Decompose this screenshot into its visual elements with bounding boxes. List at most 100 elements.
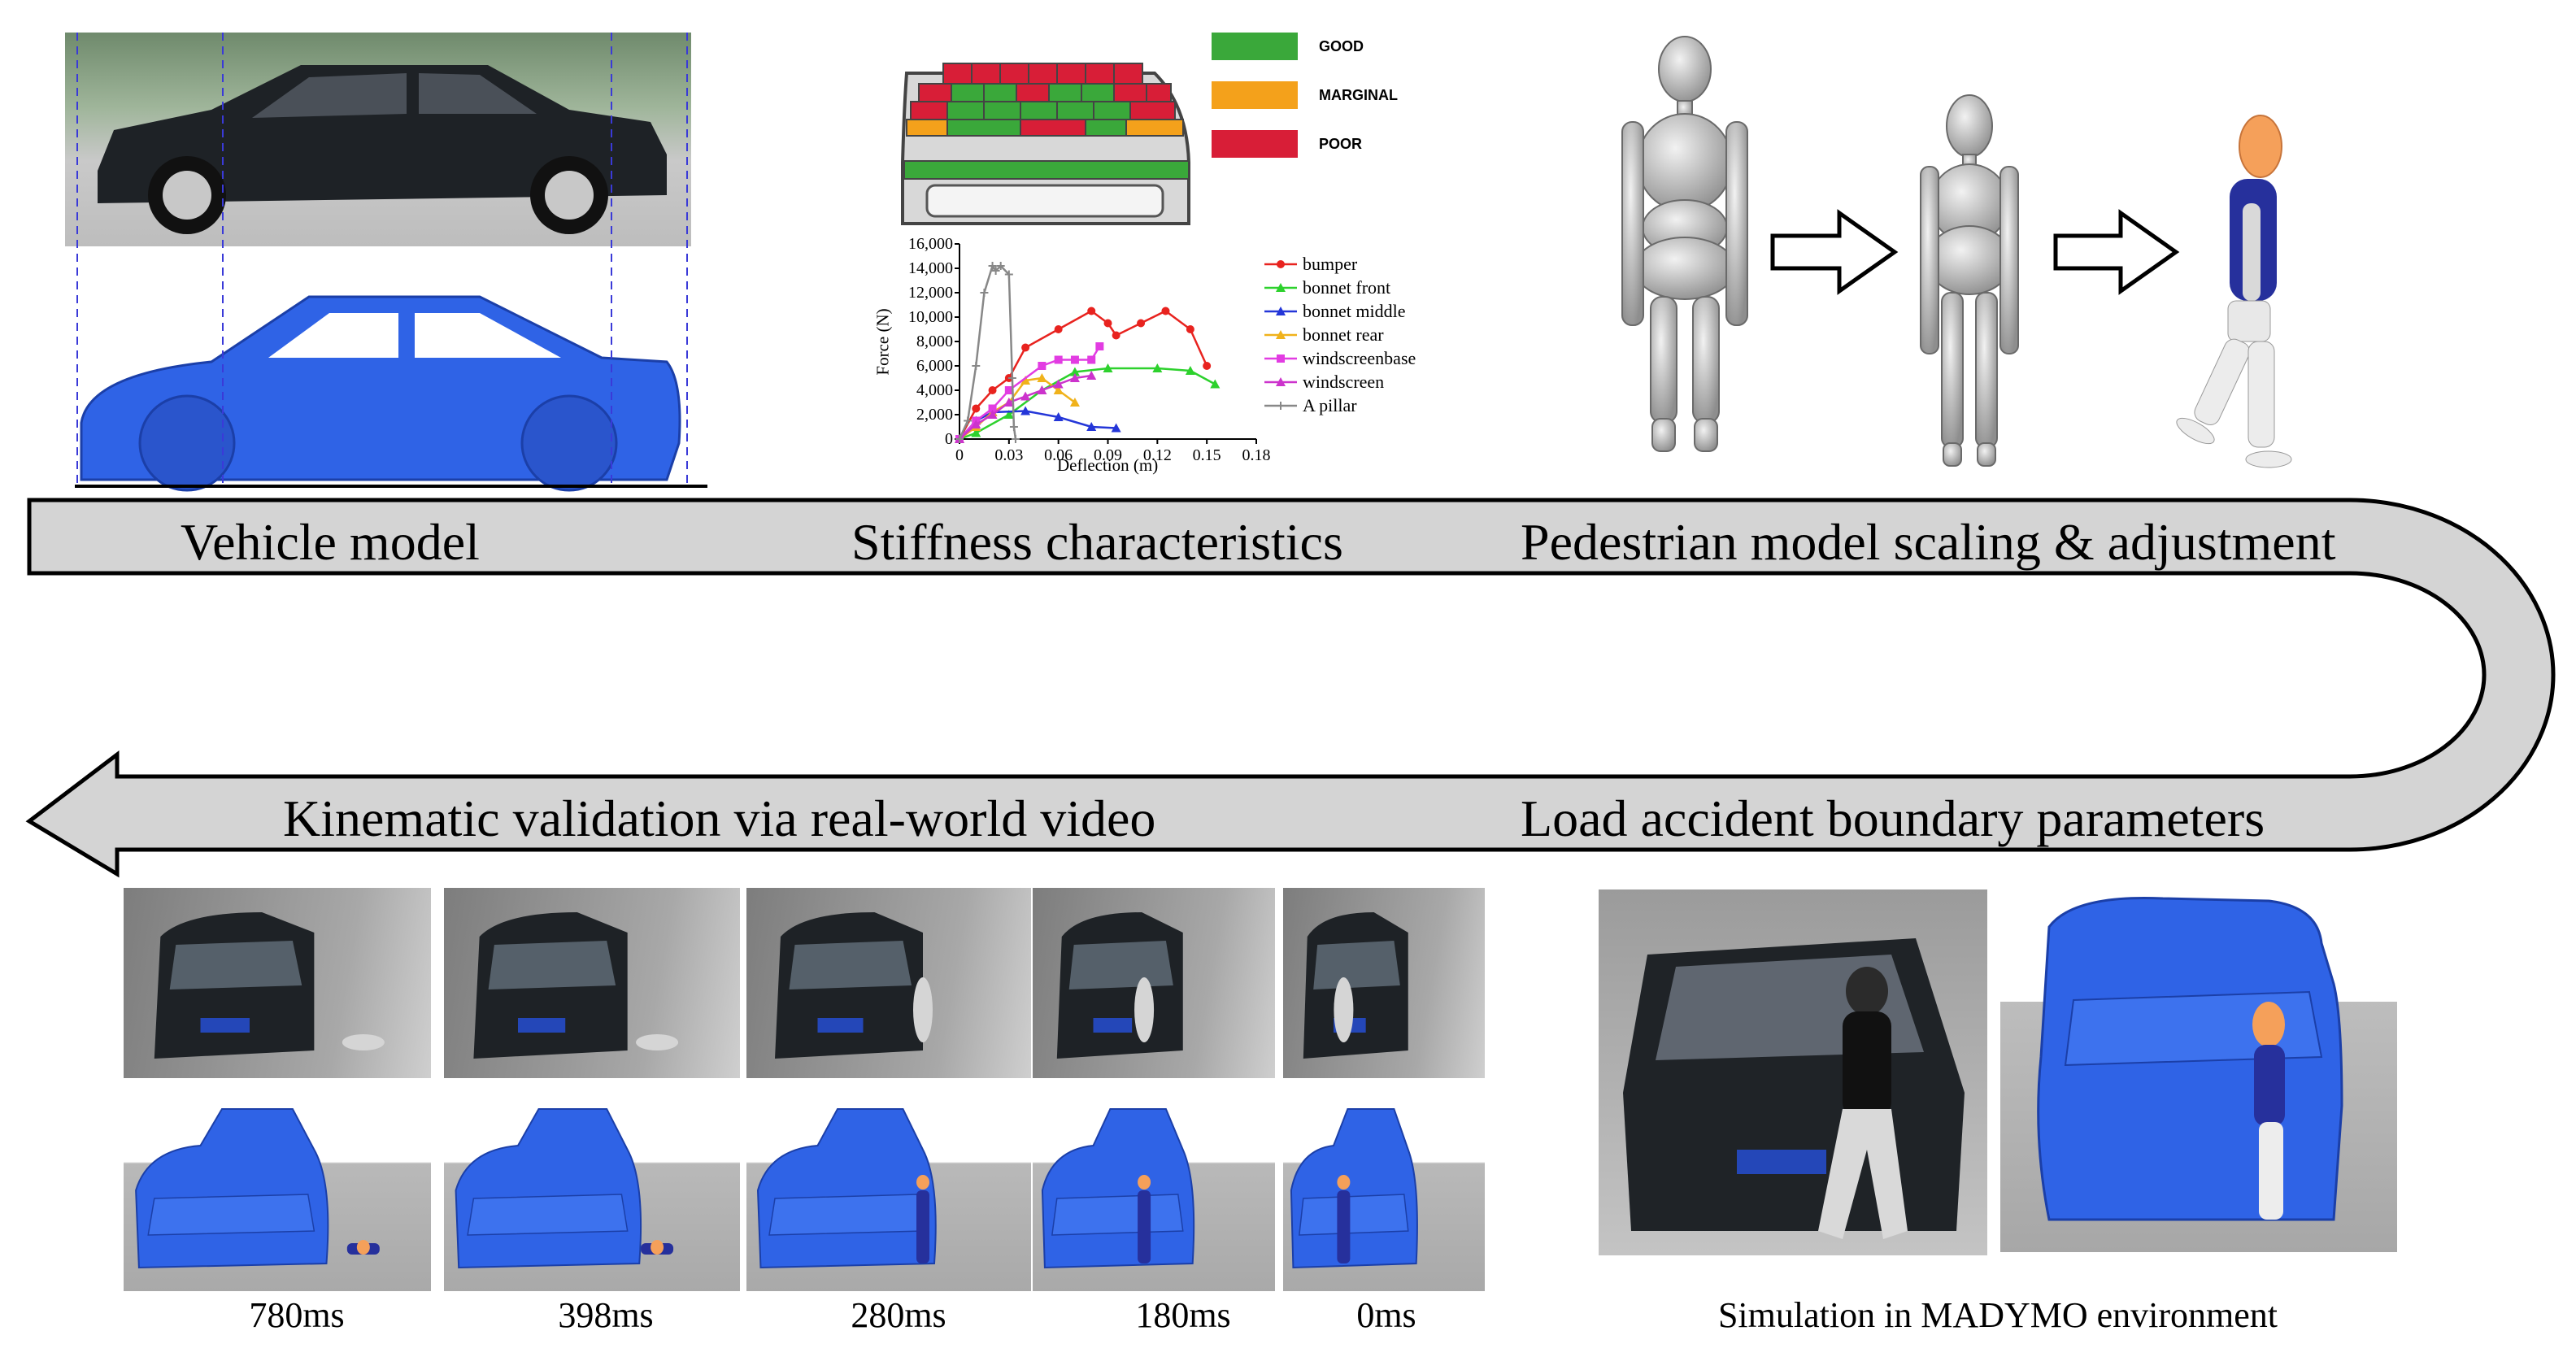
data-point xyxy=(1203,362,1212,370)
data-point xyxy=(1011,435,1020,443)
x-axis-title: Deflection (m) xyxy=(1057,455,1159,475)
right-arrow-icon xyxy=(1770,209,1899,295)
x-tick-label: 0 xyxy=(955,446,964,464)
data-point xyxy=(1161,307,1170,315)
data-point xyxy=(996,262,1005,270)
data-point xyxy=(980,289,989,297)
simulation-caption: Simulation in MADYMO environment xyxy=(1717,1295,2278,1335)
stage-label-load-boundary: Load accident boundary parameters xyxy=(1521,789,2265,847)
data-point xyxy=(1276,283,1286,292)
legend-entry: A pillar xyxy=(1303,395,1357,415)
simulation-madymo-frame xyxy=(2000,894,2397,1252)
data-point xyxy=(1020,406,1031,415)
x-tick-label: 0.03 xyxy=(994,446,1024,464)
rating-label-marginal: MARGINAL xyxy=(1319,87,1398,103)
simulation-frame xyxy=(1033,1101,1275,1291)
timestamp-280ms: 280ms xyxy=(851,1295,946,1335)
data-point xyxy=(1053,412,1064,421)
legend-entry: bonnet middle xyxy=(1303,301,1406,321)
y-tick-label: 12,000 xyxy=(908,284,953,302)
simulation-frame xyxy=(444,1101,740,1291)
data-point xyxy=(988,404,997,413)
data-point xyxy=(1276,330,1286,339)
data-point xyxy=(1186,325,1194,333)
timestamp-0ms: 0ms xyxy=(1356,1295,1416,1335)
video-frame xyxy=(746,888,1031,1078)
data-point xyxy=(1276,377,1286,386)
data-point xyxy=(1185,366,1195,375)
y-tick-label: 4,000 xyxy=(916,381,953,399)
video-frame xyxy=(1033,888,1275,1078)
legend-entry: windscreenbase xyxy=(1303,348,1416,368)
data-point xyxy=(1020,376,1031,385)
data-point xyxy=(1070,355,1079,364)
x-tick-label: 0.12 xyxy=(1142,446,1172,464)
pedestrian-model-adjusted xyxy=(2176,115,2292,468)
legend-entry: bonnet front xyxy=(1303,277,1391,298)
data-point xyxy=(1003,398,1014,407)
data-point xyxy=(1053,385,1064,394)
data-point xyxy=(1020,391,1031,401)
legend-entry: windscreen xyxy=(1303,372,1385,392)
data-point xyxy=(988,262,997,270)
data-point xyxy=(1152,363,1163,372)
data-point xyxy=(1004,386,1013,394)
video-frame xyxy=(124,888,431,1078)
data-point xyxy=(1037,373,1047,382)
x-tick-label: 0.06 xyxy=(1044,446,1073,464)
data-point xyxy=(1037,385,1047,394)
y-tick-label: 2,000 xyxy=(916,406,953,424)
data-point xyxy=(1095,342,1104,350)
y-tick-label: 16,000 xyxy=(908,235,953,253)
timestamp-180ms: 180ms xyxy=(1135,1295,1231,1335)
legend-entry: bonnet rear xyxy=(1303,324,1384,345)
data-point xyxy=(1111,423,1121,433)
data-point xyxy=(987,410,998,419)
stage-label-vehicle-model: Vehicle model xyxy=(181,513,480,571)
stage-label-pedestrian-scaling: Pedestrian model scaling & adjustment xyxy=(1521,513,2336,571)
simulation-frame xyxy=(1283,1101,1485,1291)
vehicle-photo xyxy=(65,33,691,246)
data-point xyxy=(1112,331,1120,340)
data-point xyxy=(1054,325,1063,333)
y-tick-label: 10,000 xyxy=(908,308,953,326)
data-point xyxy=(988,386,997,394)
data-point xyxy=(1103,363,1113,372)
video-frame xyxy=(444,888,740,1078)
x-tick-label: 0.18 xyxy=(1242,446,1271,464)
data-point xyxy=(1277,260,1285,268)
pedestrian-model-scaled xyxy=(1920,94,2019,467)
data-point xyxy=(1069,367,1080,376)
pedestrian-model-original xyxy=(1621,36,1748,452)
data-point xyxy=(1009,423,1018,431)
data-point xyxy=(1007,374,1016,382)
data-point xyxy=(1087,307,1096,315)
data-point xyxy=(1021,343,1030,352)
x-tick-label: 0.15 xyxy=(1192,446,1221,464)
y-tick-label: 8,000 xyxy=(916,333,953,350)
stage-label-stiffness: Stiffness characteristics xyxy=(851,513,1343,571)
data-point xyxy=(971,420,981,428)
data-point xyxy=(1210,379,1221,389)
y-tick-label: 14,000 xyxy=(908,259,953,277)
y-tick-label: 6,000 xyxy=(916,357,953,375)
data-point xyxy=(1087,355,1096,364)
data-point xyxy=(1086,422,1097,431)
data-point xyxy=(1069,398,1080,407)
right-arrow-icon xyxy=(2053,209,2180,295)
timestamp-398ms: 398ms xyxy=(558,1295,654,1335)
timestamp-780ms: 780ms xyxy=(249,1295,345,1335)
data-point xyxy=(1004,270,1013,279)
y-tick-label: 0 xyxy=(945,430,953,448)
data-point xyxy=(1038,362,1046,370)
data-point xyxy=(991,267,1000,275)
stage-label-kinematic-validation: Kinematic validation via real-world vide… xyxy=(283,789,1156,847)
data-point xyxy=(972,404,981,413)
rating-label-poor: POOR xyxy=(1319,136,1363,152)
data-point xyxy=(1276,307,1286,315)
